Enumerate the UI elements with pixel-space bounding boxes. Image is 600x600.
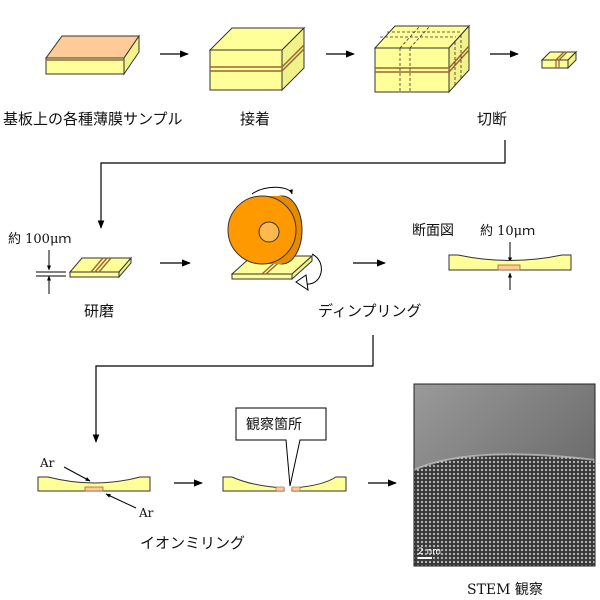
bonded-stack-block [208, 26, 306, 92]
cut-piece [540, 50, 578, 70]
connector-cut-to-polish [97, 140, 506, 229]
label-step3: 切断 [477, 110, 507, 128]
argon-beam-top [63, 466, 91, 482]
perforated-cross-section [222, 476, 347, 492]
label-argon-bottom: Ar [138, 506, 154, 520]
label-thickness-dimple: 約 10μｍ [480, 224, 535, 239]
label-scale-bar: 2 nm [418, 547, 441, 557]
label-argon-top: Ar [39, 456, 55, 470]
label-polish: 研磨 [84, 302, 114, 320]
label-dimpling: ディンプリング [318, 302, 422, 320]
observation-callout [235, 407, 327, 487]
label-ion-milling: イオンミリング [140, 534, 245, 552]
rotation-arrow-bottom [295, 274, 309, 292]
rotation-arrow-top [251, 186, 293, 195]
label-thickness-polish: 約 100μｍ [8, 232, 71, 247]
thickness-indicator [36, 250, 66, 294]
label-stem: STEM 観察 [467, 581, 543, 598]
stem-image [413, 383, 596, 567]
label-observation-point: 観察箇所 [246, 416, 302, 433]
label-step2: 接着 [240, 110, 270, 128]
label-cross-section: 断面図 [412, 223, 454, 239]
dimpling-wheel [227, 186, 322, 292]
substrate-sample-block [45, 34, 140, 76]
cutting-block [373, 24, 471, 94]
argon-beam-bottom [105, 493, 137, 509]
label-step1: 基板上の各種薄膜サンプル [3, 110, 183, 128]
dimpled-cross-section [448, 242, 572, 290]
ion-milled-cross-section [37, 476, 151, 492]
polished-thin-slice [68, 256, 133, 279]
connector-dimple-to-milling [92, 335, 374, 443]
